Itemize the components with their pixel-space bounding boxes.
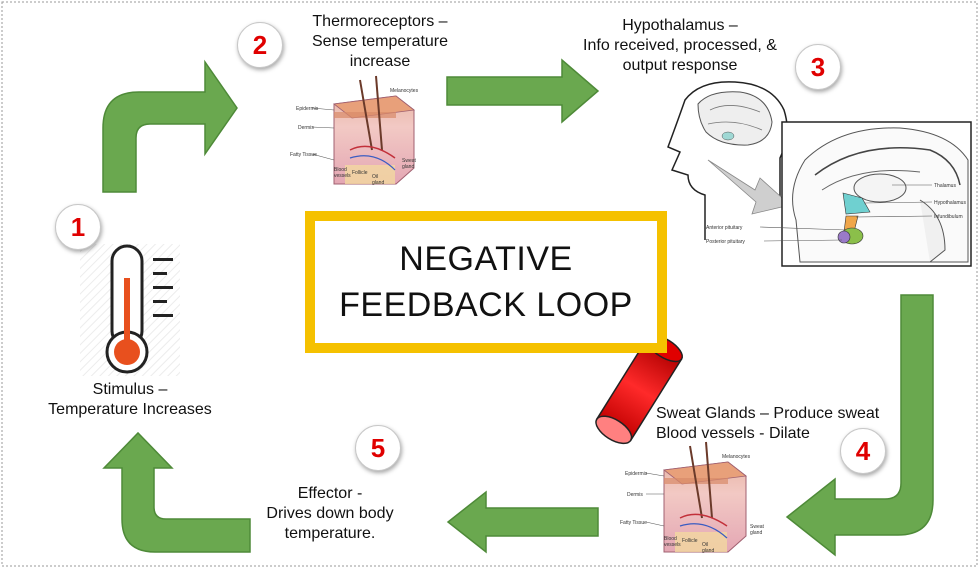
svg-text:Oil: Oil bbox=[702, 542, 708, 548]
title-line-2: FEEDBACK LOOP bbox=[339, 286, 633, 324]
title-box: NEGATIVE FEEDBACK LOOP bbox=[305, 211, 667, 353]
svg-text:gland: gland bbox=[750, 530, 762, 536]
svg-text:Fatty Tissue: Fatty Tissue bbox=[620, 520, 647, 526]
svg-text:Blood: Blood bbox=[664, 536, 677, 542]
svg-text:Follicle: Follicle bbox=[352, 170, 368, 176]
svg-text:Posterior pituitary: Posterior pituitary bbox=[706, 239, 745, 245]
brain-diagram: Thalamus Hypothalamus Infundibulum Anter… bbox=[667, 81, 972, 267]
svg-text:Melanocytes: Melanocytes bbox=[722, 454, 751, 460]
step-number-1: 1 bbox=[55, 204, 101, 250]
svg-text:vessels: vessels bbox=[334, 173, 351, 179]
svg-text:Follicle: Follicle bbox=[682, 538, 698, 544]
skin-diagram-receptors: Epidermis Dermis Fatty Tissue Blood vess… bbox=[290, 75, 419, 186]
title-line-1: NEGATIVE bbox=[399, 240, 573, 278]
svg-text:Dermis: Dermis bbox=[298, 125, 314, 131]
svg-text:gland: gland bbox=[402, 164, 414, 170]
svg-text:Anterior pituitary: Anterior pituitary bbox=[706, 225, 743, 231]
arrow-stimulus-to-receptor bbox=[102, 59, 238, 193]
svg-text:Thalamus: Thalamus bbox=[934, 183, 956, 189]
step-4-label: Sweat Glands – Produce sweat Blood vesse… bbox=[656, 405, 880, 442]
step-2-label: Thermoreceptors – Sense temperature incr… bbox=[311, 13, 449, 70]
svg-text:gland: gland bbox=[372, 180, 384, 186]
step-number-2: 2 bbox=[237, 22, 283, 68]
step-5-label: Effector - Drives down body temperature. bbox=[266, 485, 394, 542]
arrow-organs-to-effector bbox=[446, 490, 599, 554]
step-3-label: Hypothalamus – Info received, processed,… bbox=[583, 17, 777, 74]
step-number-3: 3 bbox=[795, 44, 841, 90]
svg-text:Infundibulum: Infundibulum bbox=[934, 214, 963, 220]
svg-text:gland: gland bbox=[702, 548, 714, 554]
arrow-effector-to-stimulus bbox=[102, 431, 251, 553]
svg-text:Hypothalamus: Hypothalamus bbox=[934, 200, 966, 206]
arrow-receptor-to-hypothalamus bbox=[446, 58, 600, 124]
thermometer-icon bbox=[80, 244, 180, 376]
svg-text:Epidermis: Epidermis bbox=[625, 471, 648, 477]
svg-text:Blood: Blood bbox=[334, 167, 347, 173]
svg-text:Sweat: Sweat bbox=[402, 158, 417, 164]
skin-diagram-sweat-glands: Epidermis Dermis Fatty Tissue Blood vess… bbox=[620, 441, 765, 554]
svg-text:Melanocytes: Melanocytes bbox=[390, 88, 419, 94]
svg-text:Fatty Tissue: Fatty Tissue bbox=[290, 152, 317, 158]
step-number-4: 4 bbox=[840, 428, 886, 474]
svg-text:Oil: Oil bbox=[372, 174, 378, 180]
step-1-label: Stimulus – Temperature Increases bbox=[48, 381, 212, 418]
svg-text:Sweat: Sweat bbox=[750, 524, 765, 530]
svg-text:Epidermis: Epidermis bbox=[296, 106, 319, 112]
step-number-5: 5 bbox=[355, 425, 401, 471]
svg-text:vessels: vessels bbox=[664, 542, 681, 548]
arrow-hypothalamus-to-effector-organs bbox=[785, 294, 934, 557]
svg-text:Dermis: Dermis bbox=[627, 492, 643, 498]
